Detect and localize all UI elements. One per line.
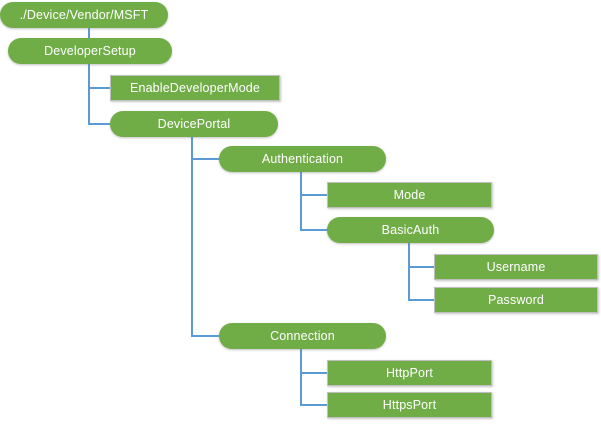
tree-node-label-httpport: HttpPort: [385, 366, 434, 380]
tree-node-label-password: Password: [487, 293, 545, 307]
connector-basicauth-trunk: [408, 243, 410, 301]
tree-node-label-enabledevelopermode: EnableDeveloperMode: [129, 81, 261, 95]
connector-connection-to-httpsport: [300, 404, 328, 406]
connector-authentication-trunk: [300, 172, 302, 231]
tree-node-label-authentication: Authentication: [261, 152, 344, 166]
connector-connection-to-httpport: [300, 372, 328, 374]
tree-node-password[interactable]: Password: [434, 287, 598, 313]
connector-deviceportal-trunk: [191, 137, 193, 337]
tree-node-authentication[interactable]: Authentication: [219, 146, 386, 172]
connector-developersetup-trunk: [88, 64, 90, 125]
connector-deviceportal-to-authentication: [191, 158, 220, 160]
tree-node-label-username: Username: [486, 260, 546, 274]
connector-authentication-to-mode: [300, 194, 328, 196]
tree-node-connection[interactable]: Connection: [219, 323, 386, 349]
tree-node-httpsport[interactable]: HttpsPort: [327, 392, 492, 418]
tree-node-developersetup[interactable]: DeveloperSetup: [8, 38, 172, 64]
tree-node-enabledevelopermode[interactable]: EnableDeveloperMode: [110, 75, 280, 101]
connector-basicauth-to-password: [408, 299, 435, 301]
tree-node-label-basicauth: BasicAuth: [381, 223, 440, 237]
tree-node-label-httpsport: HttpsPort: [382, 398, 437, 412]
connector-basicauth-to-username: [408, 266, 435, 268]
tree-node-label-developersetup: DeveloperSetup: [44, 44, 136, 58]
tree-node-label-mode: Mode: [393, 188, 426, 202]
connector-authentication-to-basicauth: [300, 229, 328, 231]
connector-connection-trunk: [300, 349, 302, 405]
connector-developersetup-to-enabledevelopermode: [88, 87, 111, 89]
tree-node-deviceportal[interactable]: DevicePortal: [110, 111, 278, 137]
tree-node-label-deviceportal: DevicePortal: [157, 117, 231, 131]
connector-deviceportal-to-connection: [191, 335, 220, 337]
connector-root-to-developersetup: [88, 27, 90, 39]
connector-developersetup-to-deviceportal: [88, 123, 111, 125]
tree-node-label-root: ./Device/Vendor/MSFT: [19, 8, 149, 22]
tree-node-label-connection: Connection: [270, 329, 335, 343]
tree-node-root[interactable]: ./Device/Vendor/MSFT: [0, 2, 168, 28]
tree-node-username[interactable]: Username: [434, 254, 598, 280]
tree-node-basicauth[interactable]: BasicAuth: [327, 217, 494, 243]
tree-node-httpport[interactable]: HttpPort: [327, 360, 492, 386]
tree-node-mode[interactable]: Mode: [327, 182, 492, 208]
